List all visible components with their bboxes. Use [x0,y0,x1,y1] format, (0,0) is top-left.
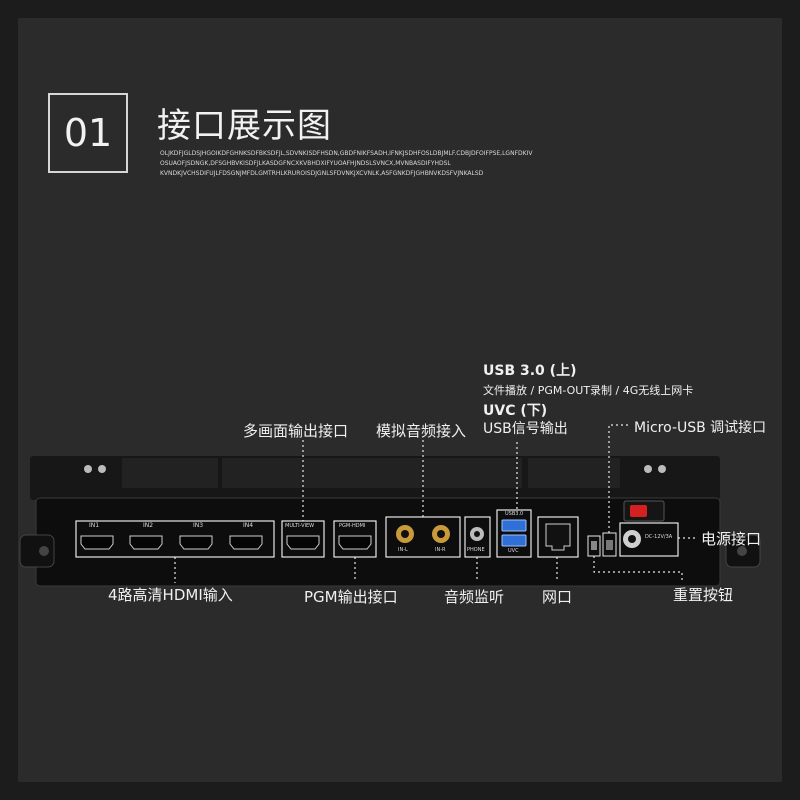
subtitle-line-2: OSUAOFJSDNGK,DFSGHBVKISDFJLKASDGFNCXKVBH… [160,160,451,167]
label-uvc-title: UVC (下) [483,403,548,419]
headphone-jack-icon [470,527,484,541]
label-usb3-title: USB 3.0 (上) [483,363,577,379]
page-title: 接口展示图 [157,106,332,146]
port-label-in4: IN4 [243,522,254,529]
left-handle [19,534,55,568]
label-uvc-desc: USB信号输出 [483,421,568,437]
ethernet-port-icon [545,523,571,551]
hdmi-port-icon [286,535,320,550]
leader-lines [174,424,698,583]
port-label-in-l: IN-L [398,547,408,553]
hdmi-port-icon [338,535,372,550]
label-monitor: 音频监听 [444,588,505,606]
label-pgm: PGM输出接口 [304,588,398,606]
port-label-dc: DC-12V/3A [645,534,673,540]
port-label-in1: IN1 [89,522,100,529]
screw-icon [84,465,666,473]
subtitle-line-3: KVNDKJVCHSDIFUJLFDSGNJMFDLGMTRHLKRUROISD… [160,170,484,177]
label-reset: 重置按钮 [673,586,734,604]
label-micro-usb: Micro-USB 调试接口 [634,420,767,436]
top-slot-right [528,458,620,488]
background-panel [18,18,782,782]
audio-jack-icon [396,525,450,543]
hdmi-port-icon [80,535,263,550]
port-label-pgm: PGM-HDMI [339,523,366,529]
usb-port-icon [501,534,527,547]
port-label-multiview: MULTI-VIEW [285,523,315,529]
power-group [619,522,679,557]
dc-jack-icon [623,530,641,548]
port-label-usb3: USB3.0 [505,511,524,517]
port-label-phone: PHONE [467,547,485,553]
port-label-uvc: UVC [508,548,519,554]
section-number: 01 [48,93,128,173]
usb-port-icon [501,519,527,532]
port-label-in3: IN3 [193,522,204,529]
label-power: 电源接口 [701,530,762,548]
subtitle-line-1: OLJKDFJGLDSJHGOIKDFGHNKSDFBKSDFJL,SDVNKI… [160,150,533,157]
usb-group [496,509,532,558]
label-analog-audio: 模拟音频接入 [376,422,467,440]
port-label-in-r: IN-R [435,547,446,553]
micro-usb-port-icon [606,540,613,550]
label-multiview: 多画面输出接口 [243,422,349,440]
reset-button-icon [591,541,597,550]
network-group [537,516,579,558]
port-label-in2: IN2 [143,522,154,529]
label-hdmi-in: 4路高清HDMI输入 [108,586,233,604]
top-slot-left [122,458,218,488]
top-slot-center [222,458,522,488]
label-network: 网口 [542,588,573,606]
power-switch-icon [630,505,647,517]
label-usb3-desc: 文件播放 / PGM-OUT录制 / 4G无线上网卡 [483,384,694,397]
